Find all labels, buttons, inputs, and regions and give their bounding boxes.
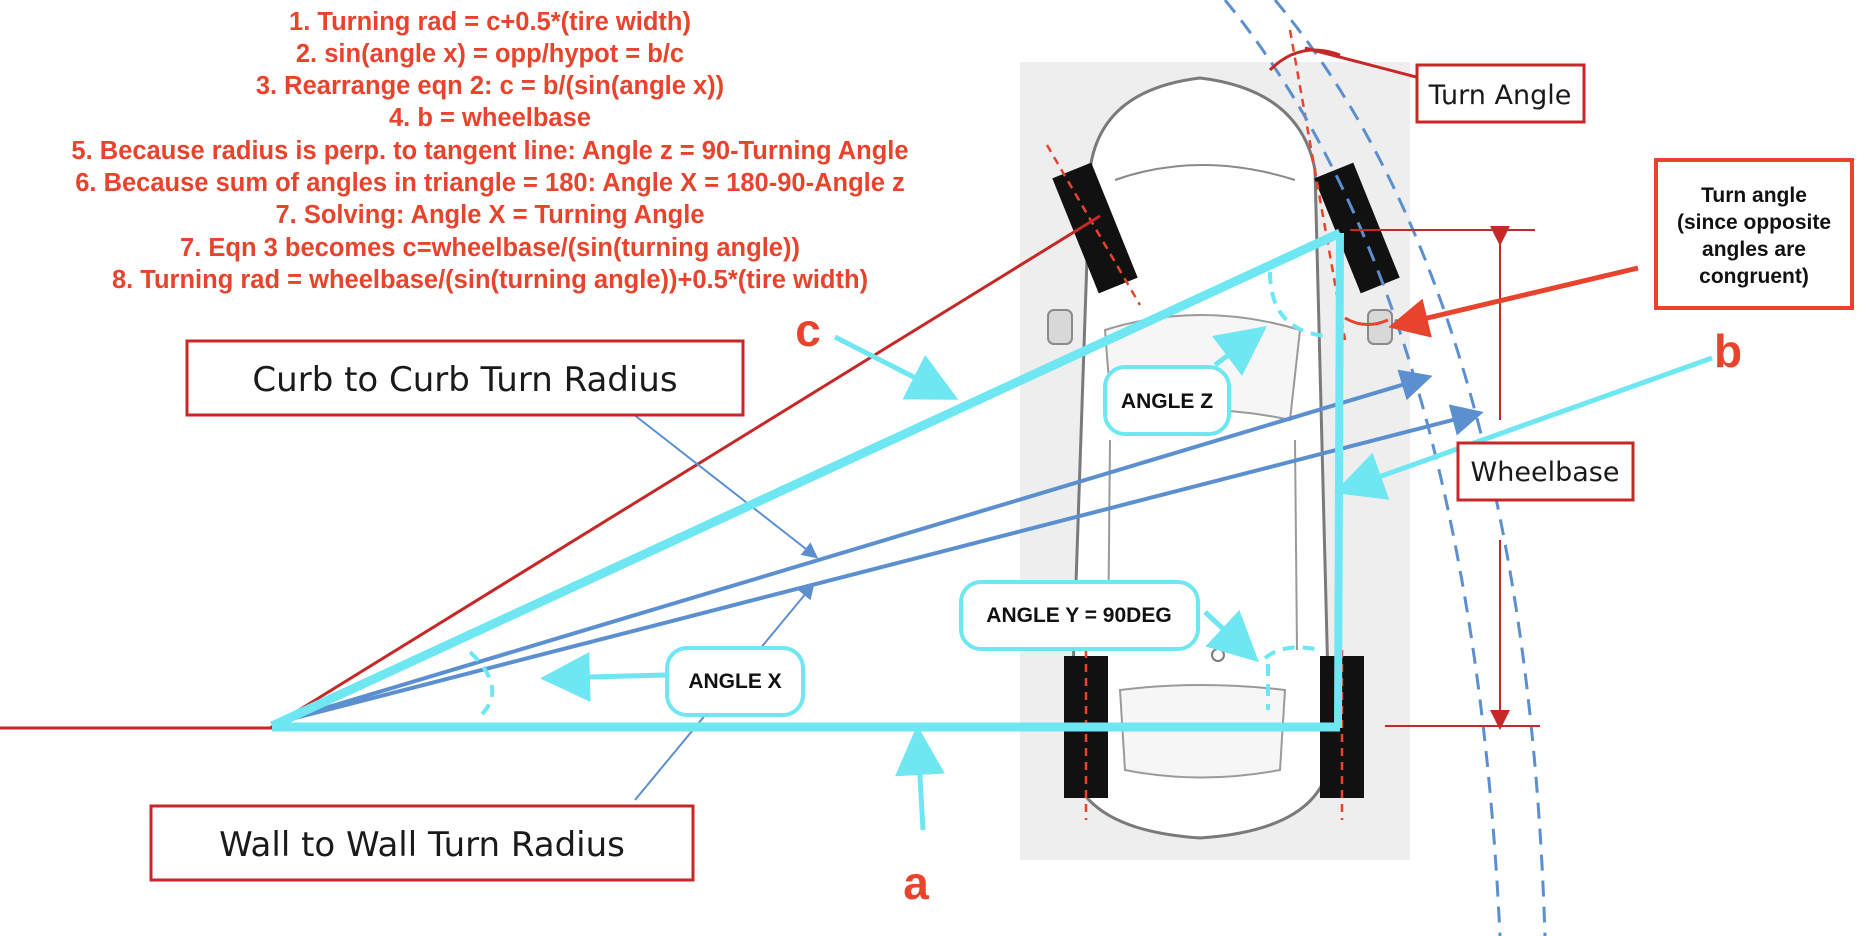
red-radius-lines: [0, 214, 1101, 730]
steps-list: 1. Turning rad = c+0.5*(tire width) 2. s…: [71, 8, 908, 294]
svg-text:angles are: angles are: [1702, 238, 1806, 261]
turn-angle-marker: [1268, 46, 1421, 80]
side-c: [270, 228, 1342, 731]
blue-radius-lines: [271, 369, 1484, 726]
svg-text:ANGLE Y = 90DEG: ANGLE Y = 90DEG: [986, 604, 1171, 627]
side-b: [1334, 232, 1344, 729]
wheelbase-dimension: [1350, 226, 1540, 730]
step-2: 2. sin(angle x) = opp/hypot = b/c: [296, 40, 684, 68]
angle-y-label: ANGLE Y = 90DEG: [959, 580, 1200, 651]
side-c-label: c: [795, 304, 821, 356]
angle-z-label: ANGLE Z: [1103, 365, 1231, 436]
step-4: 4. b = wheelbase: [389, 104, 591, 132]
cyan-pointer-arrows: [540, 326, 1713, 831]
svg-text:Wall to Wall Turn Radius: Wall to Wall Turn Radius: [219, 825, 625, 865]
svg-text:Turn angle: Turn angle: [1701, 184, 1807, 207]
step-6: 6. Because sum of angles in triangle = 1…: [75, 169, 905, 197]
side-a-label: a: [903, 857, 929, 909]
svg-text:ANGLE X: ANGLE X: [688, 670, 781, 693]
callout-angle-arc: [1344, 316, 1389, 326]
step-7: 7. Solving: Angle X = Turning Angle: [275, 201, 704, 229]
blue-pointer-lines: [627, 409, 819, 801]
angle-x-label: ANGLE X: [665, 646, 805, 717]
turn-angle-callout: Turn angle (since opposite angles are co…: [1654, 158, 1854, 310]
svg-text:Wheelbase: Wheelbase: [1471, 457, 1620, 488]
callout-arrow: [1388, 265, 1639, 338]
svg-text:(since opposite: (since opposite: [1677, 211, 1831, 234]
curb-radius-label: Curb to Curb Turn Radius: [185, 339, 745, 417]
wall-radius-label: Wall to Wall Turn Radius: [149, 804, 695, 882]
svg-text:ANGLE Z: ANGLE Z: [1121, 390, 1213, 413]
svg-text:Turn Angle: Turn Angle: [1428, 80, 1572, 111]
step-7b: 7. Eqn 3 becomes c=wheelbase/(sin(turnin…: [180, 234, 800, 262]
turn-angle-label: Turn Angle: [1415, 63, 1586, 124]
svg-text:congruent): congruent): [1699, 265, 1809, 288]
svg-text:Curb to Curb Turn Radius: Curb to Curb Turn Radius: [252, 360, 677, 400]
angle-arcs: [468, 271, 1326, 720]
step-8: 8. Turning rad = wheelbase/(sin(turning …: [112, 266, 868, 294]
step-3: 3. Rearrange eqn 2: c = b/(sin(angle x)): [256, 72, 724, 100]
side-b-label: b: [1714, 325, 1742, 377]
wheelbase-label: Wheelbase: [1456, 441, 1635, 502]
step-5: 5. Because radius is perp. to tangent li…: [71, 137, 908, 165]
step-1: 1. Turning rad = c+0.5*(tire width): [289, 8, 691, 36]
